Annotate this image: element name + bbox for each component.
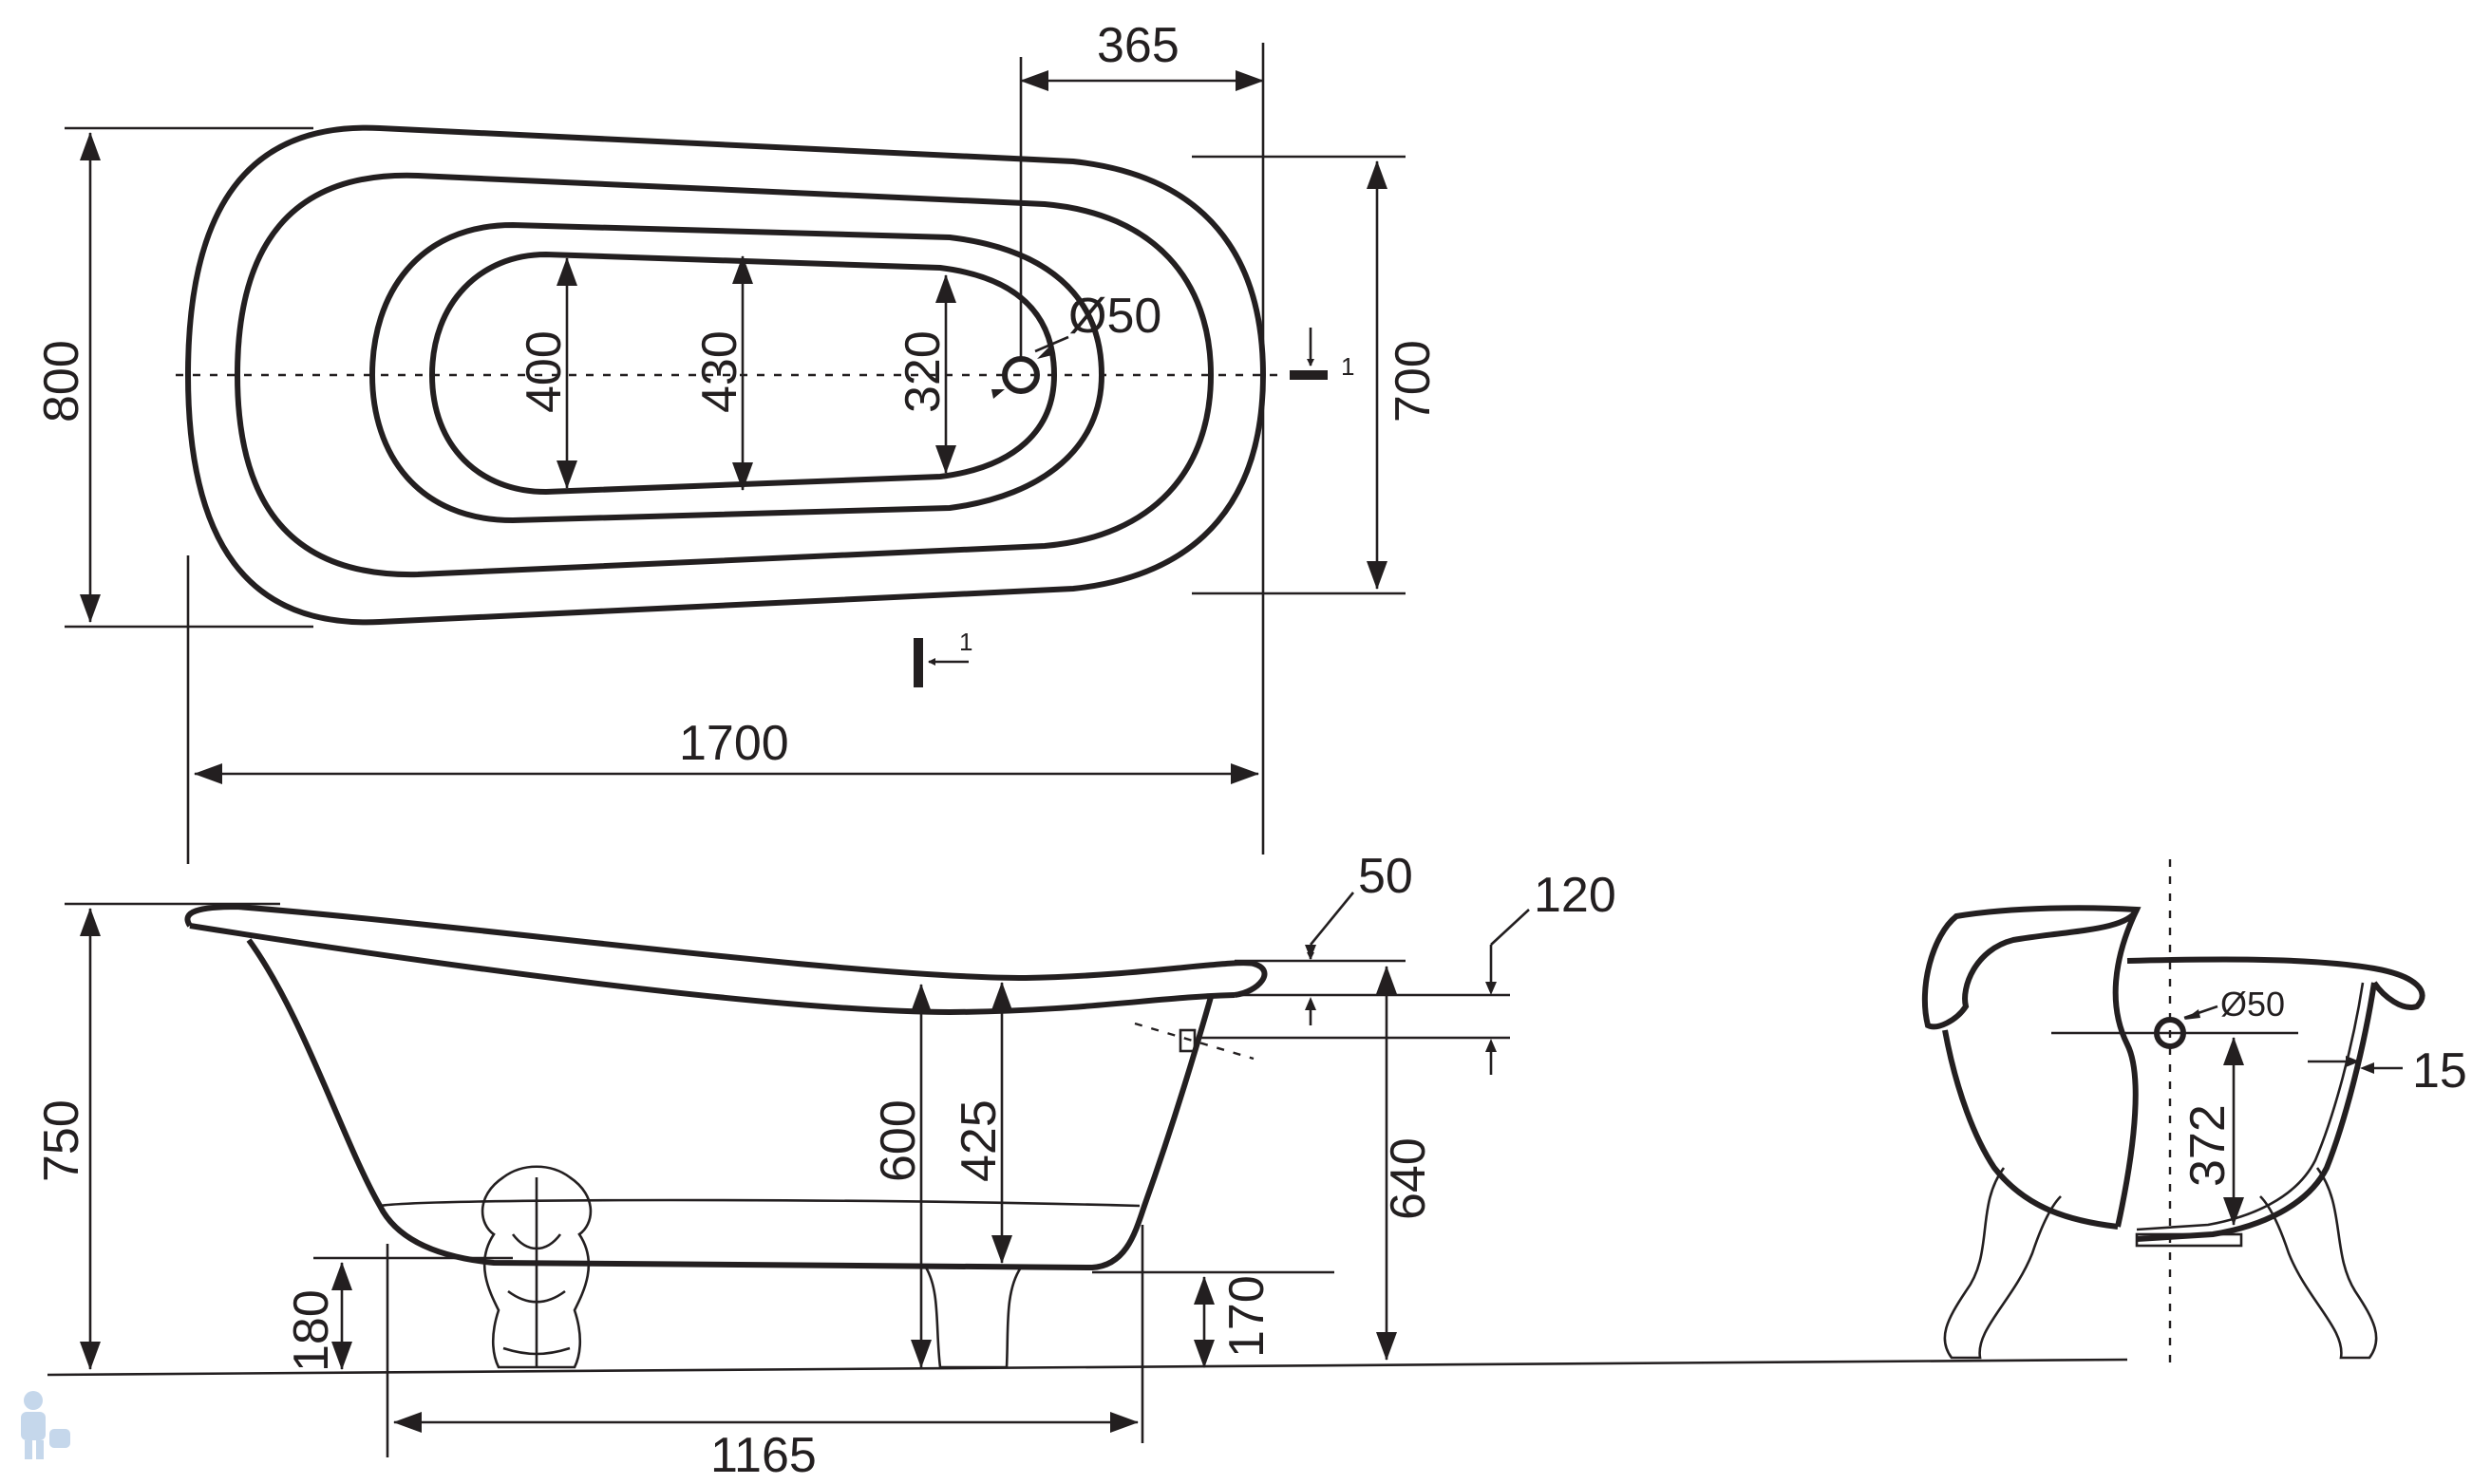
dim-320-label: 320 — [896, 330, 951, 413]
dim-700-label: 700 — [1386, 340, 1441, 423]
dim-425-label: 425 — [952, 1099, 1007, 1182]
dim-180-label: 180 — [284, 1289, 339, 1372]
dim-400-label: 400 — [517, 330, 572, 413]
section-leg-right — [2259, 1167, 2378, 1360]
drain-arrow — [1037, 348, 1052, 359]
overflow-dash — [1134, 1022, 1255, 1061]
rim-50-leader — [1309, 892, 1355, 946]
dim-1165-label: 1165 — [710, 1428, 817, 1483]
tub-inner-outline — [234, 172, 1215, 578]
side-view: 750 180 1165 170 600 425 640 50 — [34, 849, 2128, 1483]
dim-372-label: 372 — [2180, 1104, 2236, 1187]
section-marker-right: 1 — [1290, 328, 1354, 381]
section-rim-left — [1921, 905, 2142, 1030]
side-bottom-inner — [379, 1198, 1141, 1208]
section-marker-bottom: 1 — [914, 628, 972, 687]
basin-outer-outline — [368, 221, 1105, 524]
dim-170-label: 170 — [1219, 1275, 1274, 1358]
top-view: Ø50 365 800 700 400 430 320 1700 1 — [34, 18, 1441, 864]
dim-120-label: 120 — [1534, 868, 1616, 923]
dim-15-arrow-right — [2360, 1062, 2374, 1074]
claw-foot-left — [481, 1165, 593, 1369]
dim-365-label: 365 — [1097, 18, 1179, 73]
section-overflow-arrow — [2184, 1009, 2200, 1020]
overflow-arrow-bottom-head — [1485, 1039, 1497, 1052]
dim-800-label: 800 — [34, 340, 89, 423]
section-rim-right — [2126, 956, 2425, 1010]
overflow-arrow-top-head — [1485, 982, 1497, 995]
side-body-outline — [246, 938, 1214, 1271]
side-rim-top — [184, 903, 1268, 998]
section-view: Ø50 372 15 — [1921, 859, 2467, 1367]
side-rim-bottom — [189, 923, 1236, 1016]
dim-15-label: 15 — [2412, 1043, 2467, 1099]
dim-1700-label: 1700 — [679, 716, 789, 771]
drain-diameter-label: Ø50 — [1068, 289, 1161, 344]
claw-foot-center — [923, 1266, 1024, 1369]
drain-leader — [1034, 335, 1069, 353]
dim-600-label: 600 — [871, 1099, 926, 1182]
section-mark-label-right: 1 — [1341, 352, 1354, 381]
dim-15-arrow-left — [2346, 1056, 2360, 1067]
section-wall-right — [2136, 982, 2377, 1242]
tub-outer-outline — [184, 124, 1267, 626]
section-drain — [2135, 1232, 2243, 1248]
plumber-logo — [21, 1391, 70, 1459]
section-wall-center — [2112, 908, 2140, 1228]
section-mark-label-bottom: 1 — [959, 628, 972, 656]
section-overflow-diameter-label: Ø50 — [2220, 985, 2285, 1024]
floor-line — [47, 1358, 2128, 1377]
drain-arrow-2 — [991, 389, 1005, 399]
dim-430-label: 430 — [692, 330, 747, 413]
rim-arrow-bottom-head — [1305, 997, 1316, 1010]
rim-arrow-top-head — [1305, 945, 1316, 959]
overflow-marker — [1179, 1028, 1197, 1053]
section-leg-left — [1943, 1167, 2062, 1360]
overflow-120-leader — [1490, 909, 1530, 946]
dim-50-label: 50 — [1358, 849, 1413, 904]
dim-640-label: 640 — [1381, 1137, 1436, 1220]
dim-750-label: 750 — [34, 1099, 89, 1182]
section-wall-left — [1942, 1029, 2119, 1230]
